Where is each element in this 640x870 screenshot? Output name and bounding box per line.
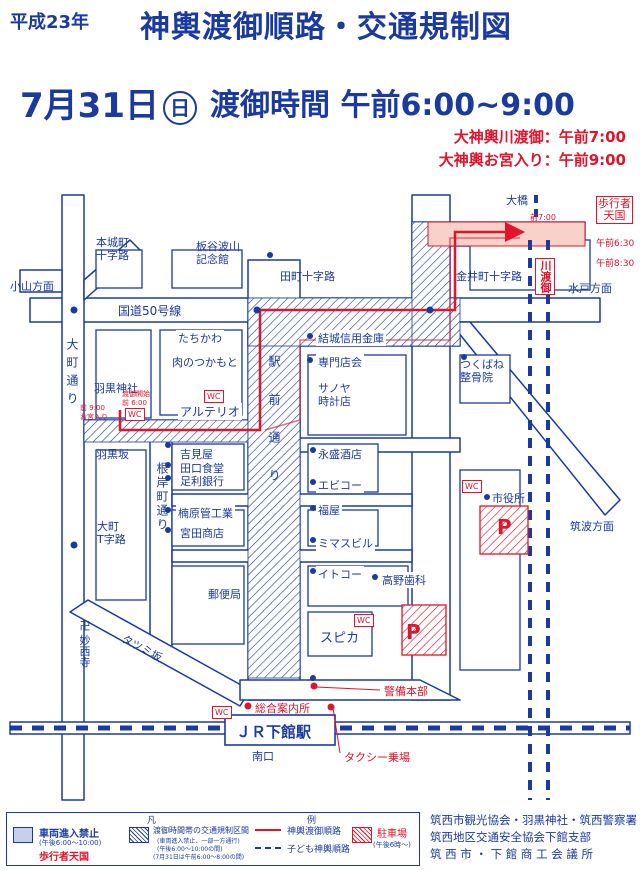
legend-box: 凡 例 車両進入禁止 (午後6:00〜10:00) 歩行者天国 渡御時間帯の交通… [6, 812, 420, 866]
organizer-2: 筑西地区交通安全協会下館支部 [430, 830, 591, 844]
organizers: 筑西市観光協会・羽黒神社・筑西警察署 筑西地区交通安全協会下館支部 筑 西 市 … [430, 812, 637, 863]
legend-regulation-swatch [129, 827, 149, 843]
shop-spica: スピカ [318, 627, 362, 646]
legend-red-route: 神輿渡御順路 [287, 827, 342, 837]
river-crossing-time: 大神輿川渡御：午前7:00 [453, 128, 626, 146]
legend-parking: 駐車場 [377, 829, 407, 840]
wc-station-icon: WC [212, 706, 232, 719]
habuguro-shrine: 羽黒神社 [94, 382, 138, 395]
year-label: 平成23年 [10, 12, 90, 33]
shop-nikuno-tsukamoto: 肉のつかもと [170, 354, 240, 370]
pedestrian-time-start: 午前6:30 [596, 239, 635, 249]
wc-spica-icon: WC [354, 614, 374, 627]
jr-shimodate-station: ＪＲ下館駅 [236, 723, 312, 741]
map-title: 神輿渡御順路・交通規制図 [140, 10, 512, 45]
ekimae-dori-label: 駅前通り [267, 355, 281, 507]
route-50-label: 国道50号線 [118, 304, 182, 318]
shop-yoshimiya: 吉見屋 [178, 446, 215, 462]
koyama-direction: 小山方面 [10, 280, 54, 293]
legend-no-entry: 車両進入禁止 [39, 829, 99, 840]
day-badge: 日 [162, 90, 197, 125]
organizer-1: 筑西市観光協会・羽黒神社・筑西警察署 [430, 813, 637, 827]
shop-yuki-bank: 結城信用金庫 [316, 330, 386, 346]
legend-pedestrian: 歩行者天国 [39, 852, 89, 863]
post-office: 郵便局 [206, 586, 243, 602]
shop-arteo: アルテリオ [178, 403, 242, 420]
legend-regulation-c: (7月31日は午前6:00〜8:00の間) [153, 854, 245, 861]
parking-cityhall-icon: P [497, 515, 512, 539]
procession-start-note: 渡御開始 前 6:00 [122, 390, 150, 407]
legend-parking-time: (午後6時〜) [373, 841, 411, 849]
legend-regulation-a: (車両進入禁止、一部一方通行) [157, 838, 240, 845]
itaya-museum: 板谷波山 記念館 [196, 240, 240, 266]
pedestrian-box: 歩行者 天国 [596, 196, 633, 224]
security-hq: 警備本部 [384, 685, 428, 698]
shop-ebiko: エビコー [316, 477, 364, 493]
shrine-return-time: 大神輿お宮入り：午前9:00 [438, 151, 626, 169]
legend-regulation-b: (午後6:00〜10:00の間) [157, 846, 223, 853]
myosai-temple: 卍 妙西寺 [78, 620, 91, 668]
shop-senmonten: 専門店会 [316, 354, 364, 370]
shop-eisei-sake: 永盛酒店 [316, 446, 364, 462]
shop-taguchi: 田口食堂 [178, 460, 226, 476]
pedestrian-time-end: 午前8:30 [596, 259, 635, 269]
shop-takano-dental: 高野歯科 [380, 572, 428, 588]
city-hall: 市役所 [492, 492, 525, 505]
shop-itoko: イトコー [316, 566, 364, 582]
legend-no-entry-swatch [13, 827, 33, 843]
habuguro-zaka-label: 羽黒坂 [96, 448, 129, 461]
honjo-intersection: 本城町 十字路 [96, 236, 129, 262]
tamachi-intersection: 田町十字路 [280, 270, 335, 283]
shop-ashikaga-bank: 足利銀行 [178, 473, 226, 489]
tsukuba-seikotsu: つくばね 整骨院 [460, 358, 504, 384]
time-line: 渡御時間 午前6:00~9:00 [210, 88, 575, 123]
procession-end-note: 前 9:00 お宮入り [80, 404, 108, 421]
legend-title-left: 凡 [147, 816, 157, 826]
shop-tachikawa: たちかわ [176, 330, 224, 346]
shop-kusuhara: 楠原管工業 [176, 505, 235, 521]
legend-regulation: 渡御時間帯の交通規制区間 [153, 826, 249, 835]
legend-parking-swatch [352, 827, 372, 843]
shop-miyata: 宮田商店 [178, 525, 226, 541]
legend-blue-route: 子ども神輿順路 [287, 845, 351, 855]
legend-red-route-line [255, 829, 281, 831]
shop-mimasu-building: ミマスビル [316, 535, 375, 551]
kanai-intersection: 金井町十字路 [456, 270, 522, 283]
legend-blue-route-line [255, 847, 281, 849]
info-center: 総合案内所 [255, 702, 310, 715]
south-exit: 南口 [252, 750, 274, 763]
date-main: 7月31日 [20, 86, 159, 126]
shop-sanoya: サノヤ 時計店 [316, 382, 353, 408]
taxi-stand: タクシー乗場 [344, 751, 410, 764]
legend-title-right: 例 [307, 816, 317, 826]
river-time-label: 前7:00 [530, 213, 556, 222]
wc-shrine-icon: WC [125, 408, 145, 421]
shop-fukuya: 福屋 [316, 502, 342, 518]
nezaki-dori-label: 根岸町通り [155, 462, 169, 532]
parking-spica-icon: P [406, 620, 421, 644]
mito-direction: 水戸方面 [568, 282, 612, 295]
organizer-3: 筑 西 市 ・ 下 館 商 工 会 議 所 [430, 847, 594, 861]
kawatogyo-label: 川渡御 [535, 258, 555, 295]
wc-cityhall-icon: WC [462, 480, 482, 493]
omachi-dori-label: 大町通り [65, 338, 79, 410]
tsukuba-direction: 筑波方面 [570, 520, 614, 533]
date-line: 7月31日日 [20, 78, 201, 127]
legend-no-entry-time: (午後6:00〜10:00) [39, 839, 102, 847]
wc-arteo-icon: WC [204, 390, 224, 403]
ohashi-bridge: 大橋 [506, 194, 528, 207]
omachi-t-intersection: 大町 T字路 [97, 520, 126, 546]
